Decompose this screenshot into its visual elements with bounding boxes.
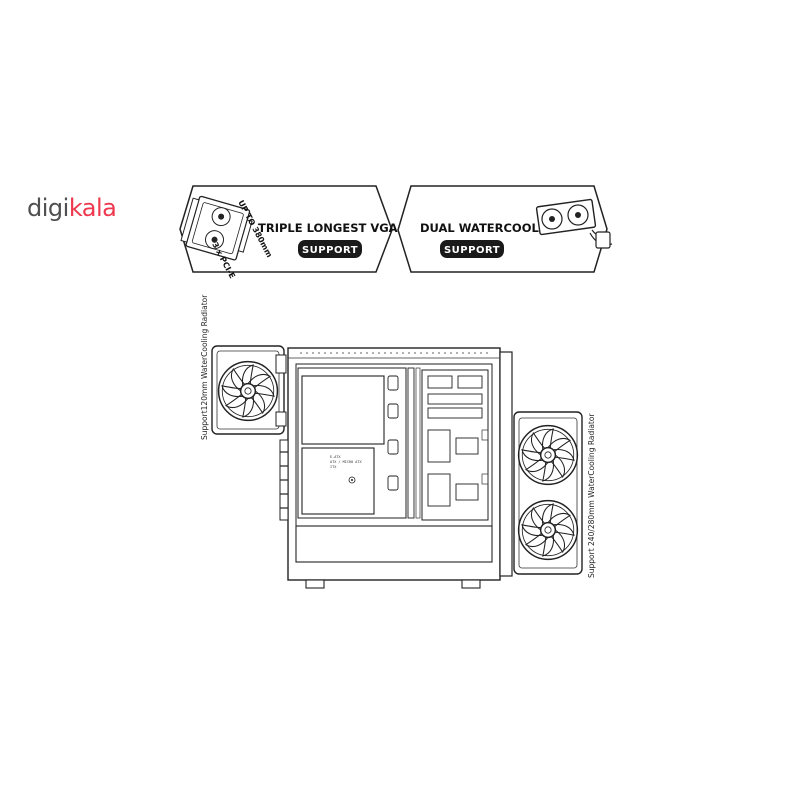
mb-label-eatx: E-ATX (330, 455, 341, 459)
chassis: E-ATX ATX / MICRO ATX ITX (279, 347, 513, 589)
cpu-cutout (301, 375, 385, 445)
vga-support-text: SUPPORT (302, 245, 358, 256)
mb-label-itx: ITX (330, 465, 337, 469)
rear-radiator (211, 345, 287, 435)
front-radiator-frame (513, 411, 583, 575)
vga-badge: UP TO 380mm 3 x PCI-E TRIPLE LONGEST VGA… (179, 185, 446, 280)
logo-part-digi: digi (27, 194, 69, 222)
front-foot (305, 579, 325, 589)
front-panel (499, 351, 513, 577)
radiator-icon (535, 198, 613, 249)
mb-label-atx: ATX / MICRO ATX (330, 460, 363, 464)
gpu-icon (180, 195, 253, 261)
watercooling-badge-title: DUAL WATERCOOLING (420, 221, 562, 235)
logo-part-kala: kala (68, 194, 117, 222)
vga-support-pill (298, 240, 362, 258)
digikala-logo: digikala (27, 194, 117, 222)
rear-foot (461, 579, 481, 589)
front-radiator (513, 411, 583, 575)
watercooling-support-pill (440, 240, 504, 258)
rear-radiator-label: Support120mm WaterCooling Radiator (200, 294, 209, 440)
front-radiator-label: Support 240/280mm WaterCooling Radiator (587, 413, 596, 578)
motherboard-standoff-area (301, 447, 375, 515)
watercooling-support-text: SUPPORT (444, 245, 500, 256)
watercooling-badge: DUAL WATERCOOLING SUPPORT (397, 185, 613, 273)
psu-shroud (295, 525, 493, 563)
